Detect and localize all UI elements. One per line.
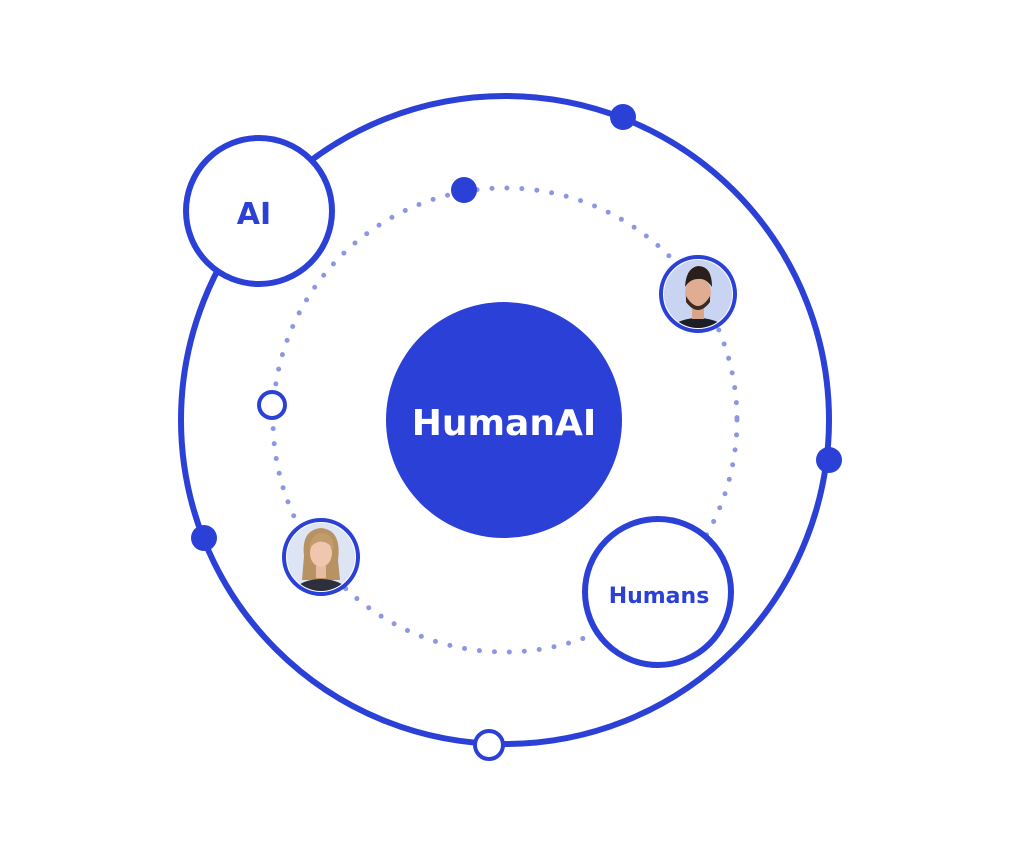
ai-node-label: AI bbox=[237, 197, 271, 232]
inner-orbit-dot-top bbox=[451, 177, 477, 203]
woman-avatar bbox=[282, 518, 360, 596]
center-humanai-circle bbox=[386, 302, 622, 538]
inner-orbit-hollow-dot-left bbox=[257, 390, 287, 420]
outer-orbit-dot-right bbox=[816, 447, 842, 473]
outer-orbit-hollow-dot-bottom bbox=[473, 729, 505, 761]
humans-node-circle bbox=[582, 516, 734, 668]
man-avatar bbox=[659, 255, 737, 333]
humans-node-label: Humans bbox=[609, 584, 710, 609]
center-humanai-label: HumanAI bbox=[412, 403, 596, 444]
inner-dotted-orbit bbox=[270, 185, 740, 655]
outer-orbit-dot-left bbox=[191, 525, 217, 551]
outer-orbit-dot-top bbox=[610, 104, 636, 130]
ai-node-circle bbox=[183, 135, 335, 287]
outer-orbit-ring bbox=[178, 93, 832, 747]
